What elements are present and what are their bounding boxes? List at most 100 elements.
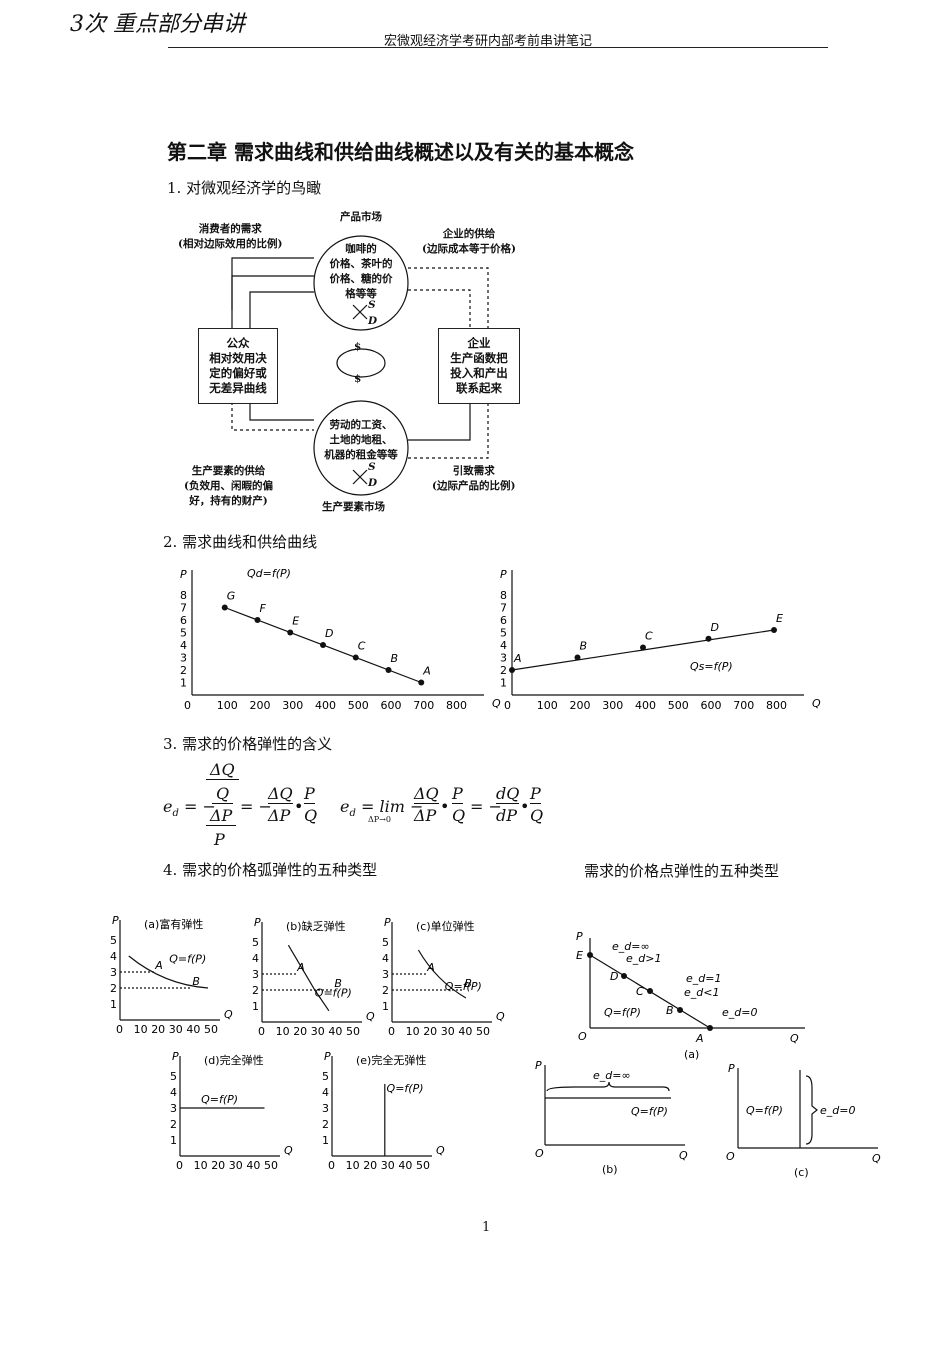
y-tick-label: 3 — [500, 652, 507, 665]
chart-title: (a)富有弹性 — [144, 917, 203, 931]
curve-label: Q=f(P) — [604, 1006, 641, 1019]
y-tick-label: 5 — [500, 627, 507, 640]
x-tick-label: 0 — [504, 699, 511, 712]
point-label: E — [292, 615, 299, 628]
point-label: C — [636, 985, 644, 998]
y-axis-label: P — [254, 916, 261, 929]
curve-label: Q=f(P) — [315, 986, 352, 999]
x-tick-label: 10 — [134, 1023, 148, 1036]
x-tick-label: 40 — [328, 1025, 342, 1038]
y-tick-label: 1 — [382, 1000, 389, 1013]
elasticity-label: e_d=1 — [686, 972, 721, 985]
product-market-label: 产品市场 — [340, 211, 382, 223]
curve-label: Q=f(P) — [201, 1093, 238, 1106]
supply-letter: S — [368, 299, 376, 311]
origin-label: O — [535, 1147, 544, 1160]
curve-name-label: Qs=f(P) — [690, 660, 733, 673]
section-1-heading: 1. 对微观经济学的鸟瞰 — [167, 179, 322, 197]
elasticity-label: e_d>1 — [626, 952, 661, 965]
x-axis-label: Q — [366, 1010, 375, 1023]
x-tick-label: 40 — [458, 1025, 472, 1038]
y-tick-label: 2 — [500, 664, 507, 677]
x-tick-label: 600 — [381, 699, 402, 712]
point-label: F — [260, 602, 267, 615]
demand-letter: D — [368, 315, 378, 327]
chart-title: (e)完全无弹性 — [356, 1053, 426, 1067]
point-label: G — [227, 590, 236, 603]
x-tick-label: 0 — [176, 1159, 183, 1172]
point-label: A — [513, 652, 522, 665]
running-header: 宏微观经济学考研内部考前串讲笔记 — [384, 34, 593, 49]
x-tick-label: 20 — [293, 1025, 307, 1038]
chapter-title: 第二章 需求曲线和供给曲线概述以及有关的基本概念 — [167, 140, 634, 164]
y-tick-label: 3 — [110, 966, 117, 979]
y-tick-label: 6 — [500, 614, 507, 627]
y-tick-label: 5 — [382, 936, 389, 949]
point-label: D — [610, 970, 618, 983]
x-tick-label: 30 — [441, 1025, 455, 1038]
point-label: E — [576, 949, 583, 962]
y-axis-label: P — [728, 1062, 735, 1075]
factor-market-circle — [313, 400, 409, 496]
y-tick-label: 2 — [170, 1118, 177, 1131]
x-tick-label: 10 — [346, 1159, 360, 1172]
derived-demand-label: 引致需求 (边际产品的比例) — [432, 465, 516, 492]
chart-title: (d)完全弹性 — [204, 1053, 264, 1067]
data-point — [352, 654, 359, 661]
data-point — [705, 635, 712, 642]
curve-label: Q=f(P) — [169, 952, 206, 965]
x-tick-label: 200 — [570, 699, 591, 712]
product-market-circle — [313, 235, 409, 331]
point-label: A — [426, 961, 435, 974]
data-point — [771, 627, 777, 633]
section-4b-heading: 需求的价格点弹性的五种类型 — [584, 862, 780, 880]
y-tick-label: 2 — [110, 982, 117, 995]
point-label: D — [325, 627, 333, 640]
y-tick-label: 1 — [252, 1000, 259, 1013]
data-point — [640, 644, 646, 651]
point-label: B — [666, 1004, 674, 1017]
x-tick-label: 600 — [701, 699, 722, 712]
y-axis-label: P — [112, 914, 119, 927]
y-tick-label: 1 — [170, 1134, 177, 1147]
x-axis-label: Q — [872, 1152, 881, 1165]
section-2-heading: 2. 需求曲线和供给曲线 — [163, 533, 318, 551]
x-tick-label: 400 — [315, 699, 336, 712]
data-point — [587, 952, 593, 958]
point-label: B — [334, 977, 342, 990]
data-point — [707, 1025, 713, 1031]
y-tick-label: 3 — [382, 968, 389, 981]
curve-label: Q=f(P) — [631, 1105, 668, 1118]
x-axis-label: Q — [790, 1032, 799, 1045]
x-axis-label: Q — [812, 697, 821, 710]
y-tick-label: 2 — [180, 664, 187, 677]
y-tick-label: 1 — [180, 677, 187, 690]
point-label: A — [154, 959, 163, 972]
x-axis-label: Q — [492, 697, 501, 710]
x-tick-label: 10 — [406, 1025, 420, 1038]
data-point — [221, 604, 228, 611]
x-tick-label: 0 — [116, 1023, 123, 1036]
y-axis-label: P — [172, 1050, 179, 1063]
y-axis-label: P — [384, 916, 391, 929]
chart-caption: (b) — [602, 1163, 618, 1176]
y-tick-label: 4 — [252, 952, 259, 965]
point-label: C — [645, 630, 653, 643]
point-label: B — [192, 975, 200, 988]
x-tick-label: 10 — [194, 1159, 208, 1172]
y-tick-label: 1 — [322, 1134, 329, 1147]
y-tick-label: 5 — [252, 936, 259, 949]
factor-market-label: 生产要素市场 — [322, 501, 385, 513]
point-label: B — [464, 977, 472, 990]
x-tick-label: 40 — [246, 1159, 260, 1172]
y-tick-label: 5 — [322, 1070, 329, 1083]
point-label: A — [695, 1032, 704, 1045]
y-tick-label: 2 — [382, 984, 389, 997]
y-tick-label: 1 — [500, 677, 507, 690]
x-tick-label: 200 — [250, 699, 271, 712]
dollar-top: $ — [354, 341, 362, 353]
y-tick-label: 2 — [322, 1118, 329, 1131]
y-tick-label: 3 — [252, 968, 259, 981]
